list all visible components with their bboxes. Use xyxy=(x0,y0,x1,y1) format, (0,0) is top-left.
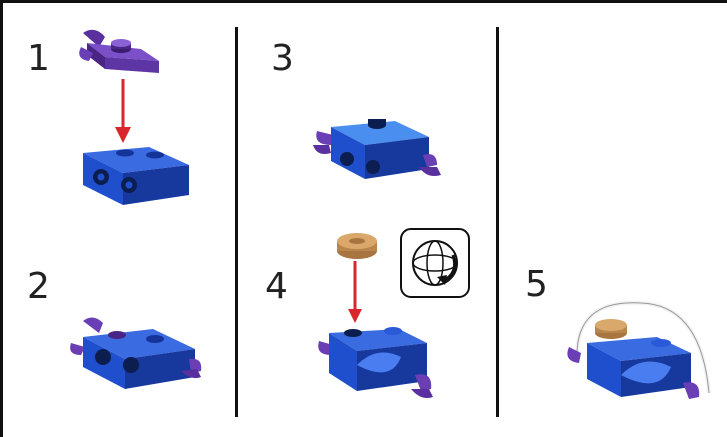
placement-arrow xyxy=(348,261,362,323)
step-number-5: 5 xyxy=(525,267,548,303)
step-number-1: 1 xyxy=(27,41,50,77)
purple-clip-plate xyxy=(79,30,159,73)
step-4-illustration xyxy=(313,225,483,425)
step-number-4: 4 xyxy=(265,269,288,305)
column-divider-1 xyxy=(235,27,238,417)
placement-arrow xyxy=(115,79,131,143)
tan-round-plate xyxy=(337,233,377,259)
step-5-illustration xyxy=(565,299,715,419)
column-divider-2 xyxy=(496,27,499,417)
rotate-assembly-icon xyxy=(401,229,469,297)
step-2-illustration xyxy=(69,315,209,395)
step-1-illustration xyxy=(73,27,203,207)
step-number-3: 3 xyxy=(271,41,294,77)
step-3-illustration xyxy=(311,111,451,201)
step-number-2: 2 xyxy=(27,269,50,305)
blue-brick-assembly xyxy=(318,327,433,398)
blue-brick-base xyxy=(83,147,189,205)
